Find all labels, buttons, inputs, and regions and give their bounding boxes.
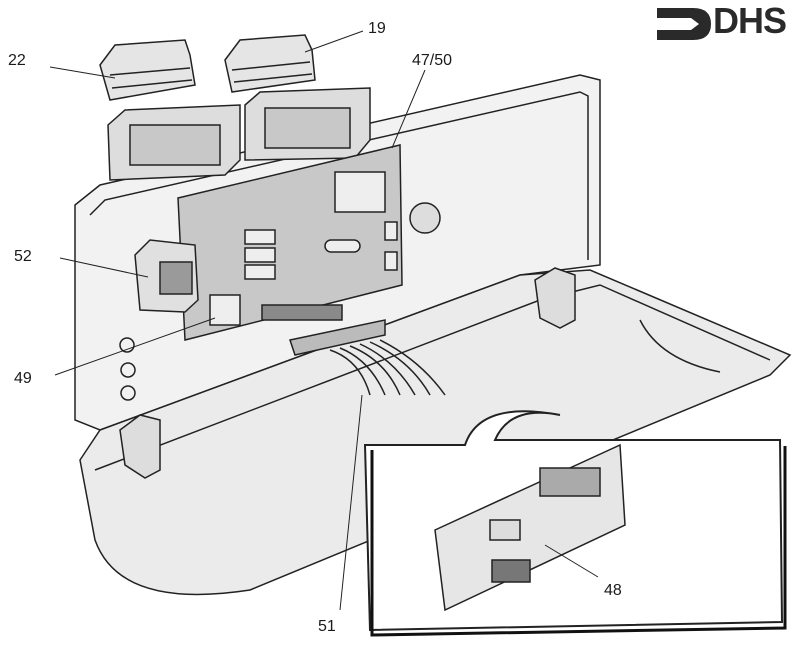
display-window [539,467,601,497]
lid-tray-contour [639,319,721,373]
callout-52: 52 [14,248,32,265]
cable-grommet [120,385,136,401]
transformer-left-core [129,124,221,166]
display-pcb-header [491,559,531,583]
callout-19: 19 [368,20,386,37]
callout-leader-lines [49,30,599,611]
callout-47-50: 47/50 [412,52,453,69]
arrow-logo-icon [657,8,711,40]
cable-grommet [120,362,136,378]
ribbon-cable-wires [329,339,446,396]
terminal-block-19 [224,34,316,93]
callout-51: 51 [318,618,336,635]
panel-grommet [409,202,441,234]
back-panel-inner-edge [89,91,589,260]
ribbon-cable-51 [289,319,386,356]
pcb-component [244,264,276,280]
terminal-block-22-rows [109,67,193,89]
component-49 [209,294,241,326]
housing-lid-tray [79,269,792,596]
callout-48: 48 [604,582,622,599]
transformer-right-core [264,107,351,149]
hinge-right [534,267,576,329]
pcb-component [244,247,276,263]
hinge-left [119,414,161,479]
pcb-connector [261,304,343,321]
detail-inset-shadow [370,446,787,637]
pcb-component [384,251,398,271]
cable-grommet [119,337,135,353]
dhs-logo: DHS [655,0,795,42]
callout-49: 49 [14,370,32,387]
pcb-fuse [324,239,361,253]
pcb-component [384,221,398,241]
pcb-component [244,229,276,245]
transformer-52-core [159,261,193,295]
display-pcb-chip [489,519,521,541]
pcb-relay [334,171,386,213]
callout-22: 22 [8,52,26,69]
terminal-block-19-rows [231,61,313,83]
logo-text: DHS [713,0,787,41]
terminal-block-22 [99,39,196,101]
